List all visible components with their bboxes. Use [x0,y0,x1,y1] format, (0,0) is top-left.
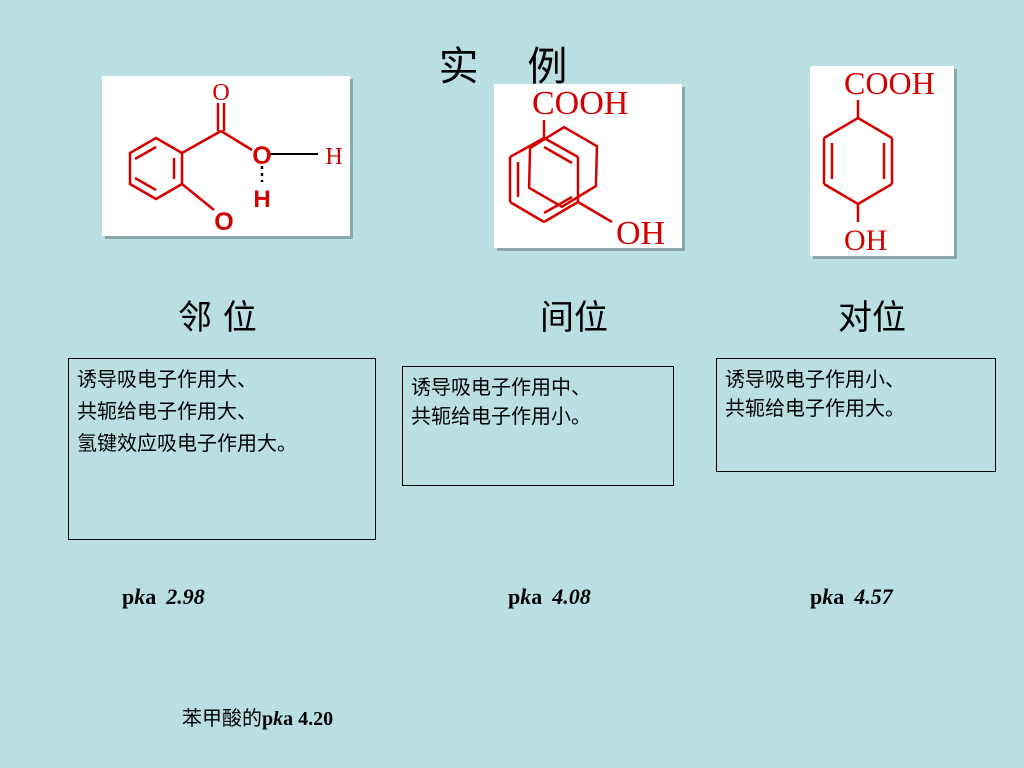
ortho-effect-line: 诱导吸电子作用大、 [77,367,257,391]
para-hydroxybenzoic-acid-structure: COOH OH [810,66,954,256]
ortho-effects-box: 诱导吸电子作用大、 共轭给电子作用大、 氢键效应吸电子作用大。 [68,358,376,540]
ortho-pka-value: 2.98 [166,584,205,609]
pka-p: p [810,584,823,609]
pka-a: a [145,584,157,609]
meta-effect-line: 共轭给电子作用小。 [411,404,591,428]
para-effect-line: 诱导吸电子作用小、 [725,367,905,391]
slide-title: 实 例 [438,44,586,90]
pka-p: p [122,584,135,609]
para-pka-value: 4.57 [854,584,893,609]
meta-carboxyl-group: COOH [532,85,628,122]
note-k: k [273,708,284,730]
meta-effects-box: 诱导吸电子作用中、 共轭给电子作用小。 [402,366,674,486]
para-pka: pka 4.57 [810,584,893,610]
ortho-hydrogen-bond-h: H [253,186,270,213]
para-hydroxyl-group: OH [844,224,887,256]
para-carboxyl-group: COOH [844,66,935,101]
ortho-structure-drawing: O O H H O [128,80,343,236]
meta-effect-line: 诱导吸电子作用中、 [411,375,591,399]
pka-k: k [822,584,834,609]
ortho-hydroxyl-oxygen-acid: O [252,142,271,170]
ortho-effect-line: 氢键效应吸电子作用大。 [77,431,297,455]
para-effects-box: 诱导吸电子作用小、 共轭给电子作用大。 [716,358,996,472]
note-a: a [283,708,294,730]
meta-hydroxybenzoic-acid-structure: COOH OH [494,84,682,248]
pka-a: a [531,584,543,609]
ortho-pka: pka 2.98 [122,584,205,610]
ortho-hydroxybenzoic-acid-structure: O O H H O [102,76,350,236]
meta-position-label: 间位 [540,298,608,338]
para-structure-drawing: COOH OH [822,66,935,256]
meta-hydroxyl-group: OH [616,215,665,248]
note-value: 4.20 [293,708,334,730]
meta-pka: pka 4.08 [508,584,591,610]
pka-p: p [508,584,521,609]
note-p: p [262,708,274,730]
note-prefix: 苯甲酸的 [182,706,262,730]
ortho-phenol-oxygen: O [214,208,233,236]
ortho-position-label: 邻 位 [178,298,257,338]
benzoic-acid-pka-note: 苯甲酸的pka 4.20 [182,702,333,731]
pka-a: a [833,584,845,609]
meta-pka-value: 4.08 [552,584,591,609]
ortho-effect-line: 共轭给电子作用大、 [77,399,257,423]
ortho-acid-hydrogen: H [325,144,342,170]
ortho-carbonyl-oxygen: O [212,80,229,106]
para-effect-line: 共轭给电子作用大。 [725,396,905,420]
pka-k: k [134,584,146,609]
meta-structure-drawing: COOH OH [508,85,665,248]
pka-k: k [520,584,532,609]
para-position-label: 对位 [838,298,906,338]
